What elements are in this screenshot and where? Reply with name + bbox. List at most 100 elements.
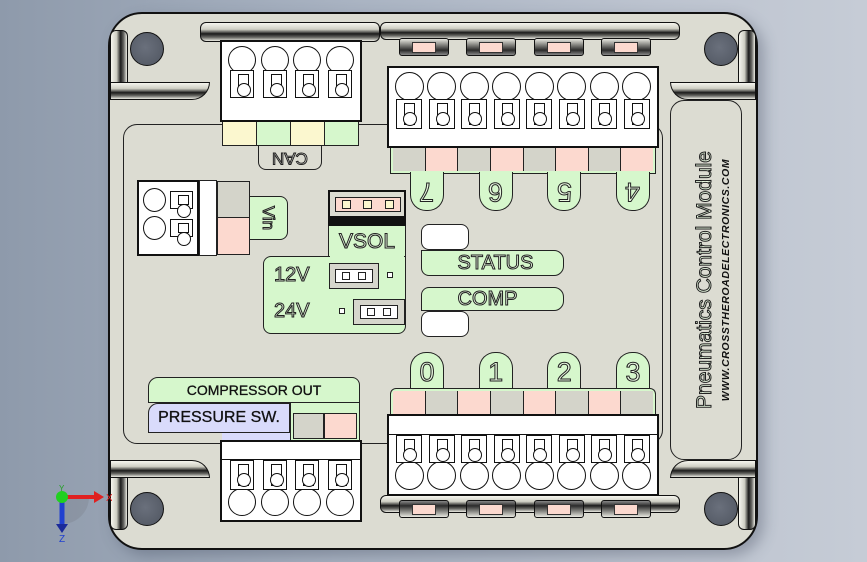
compressor-pin-row [222,460,360,516]
vin-connector[interactable] [137,180,199,256]
channel-label-6: 6 [478,172,513,211]
solenoid-pin[interactable] [622,435,652,490]
vsol-header[interactable] [328,190,406,228]
jumper-12v-position[interactable] [329,263,379,289]
can-pad [291,122,325,145]
enclosure-rim-left-top [110,30,128,90]
solenoid-top-pin-row [389,68,657,129]
can-pad [325,122,358,145]
compressor-pin[interactable] [260,460,289,516]
solenoid-bottom-channel-labels: 0 1 2 3 [410,352,650,391]
pressure-switch-label-tab: PRESSURE SW. [148,403,290,433]
mounting-hole-bottom-right [704,492,738,526]
can-pad [223,122,257,145]
vin-label: Vin [259,205,279,231]
comp-label-tab: COMP [421,287,564,311]
module-title: Pneumatics Control Module [693,151,717,410]
enclosure-rim-corner-tl [110,82,210,100]
vsol-joiner [330,252,404,260]
jumper-pin-24v-free [339,308,345,314]
option-24v-label: 24V [274,300,311,323]
solenoid-pin[interactable] [459,435,489,490]
enclosure-rim-right-bottom [738,470,756,530]
led-indicator [398,500,449,518]
solenoid-pin[interactable] [394,435,424,490]
x-axis-arrowhead [94,491,104,503]
led-indicator [466,38,517,56]
solenoid-pin[interactable] [459,72,489,129]
comp-label: COMP [457,287,518,310]
solenoid-connector-bottom[interactable] [387,414,659,496]
vin-label-tab: Vin [250,196,288,240]
vin-pad-pos [217,217,250,255]
solenoid-pin[interactable] [557,72,587,129]
can-pin[interactable] [260,46,289,98]
solenoid-pin[interactable] [492,72,522,129]
vin-pin[interactable] [143,216,193,246]
jumper-24v-position[interactable] [353,299,405,325]
enclosure-rim-top-right [380,22,680,40]
channel-label-2: 2 [547,352,582,391]
solenoid-pin[interactable] [394,72,424,129]
vin-connector-side [199,180,217,256]
solenoid-pin[interactable] [427,72,457,129]
z-axis-arrowhead [56,524,68,533]
solenoid-pin[interactable] [589,72,619,129]
vsol-label: VSOL [338,230,396,254]
solenoid-bottom-bar [389,416,657,435]
channel-label-0: 0 [410,352,444,391]
axis-triad-shadow [62,497,89,524]
compressor-out-label-tab: COMPRESSOR OUT [148,377,360,403]
axis-triad: X Y Z [56,484,112,544]
solenoid-bottom-pads [390,388,656,414]
vin-pin[interactable] [143,188,193,218]
vsol-header-pins [335,197,401,212]
channel-label-4: 4 [615,172,650,211]
solenoid-connector-top[interactable] [387,66,659,148]
led-indicator [601,38,652,56]
header-pin [384,200,394,209]
vin-pad-neg [217,181,250,217]
channel-label-1: 1 [478,352,513,391]
pressure-switch-label: PRESSURE SW. [158,409,280,426]
title-plate [670,100,742,460]
website-wrap: WWW.CROSSTHEROADELECTRONICS.COM [718,100,734,460]
can-pads [222,122,359,146]
channel-label-3: 3 [615,352,650,391]
vin-pins [139,182,197,246]
can-label-tab: CAN [258,146,322,170]
led-indicator [533,38,584,56]
module-title-wrap: Pneumatics Control Module [693,100,717,460]
vsol-header-base [330,216,404,226]
can-pin-row [222,42,360,98]
compressor-pin[interactable] [293,460,322,516]
mounting-hole-top-right [704,32,738,66]
can-pin[interactable] [325,46,354,98]
header-pin [342,200,352,209]
mounting-hole-top-left [130,32,164,66]
solenoid-pin[interactable] [589,435,619,490]
can-pin[interactable] [293,46,322,98]
solenoid-pin[interactable] [524,435,554,490]
enclosure-rim-top-left [200,22,380,42]
solenoid-pin[interactable] [427,435,457,490]
compressor-pin[interactable] [228,460,257,516]
status-led [421,224,469,250]
status-label: STATUS [457,251,534,274]
solenoid-pin[interactable] [492,435,522,490]
solenoid-top-channel-labels: 7 6 5 4 [410,172,650,212]
enclosure-rim-corner-bl [110,460,210,478]
can-connector[interactable] [220,40,362,122]
compressor-pin[interactable] [325,460,354,516]
y-axis-origin [56,491,68,503]
option-12v-label: 12V [274,264,311,287]
solenoid-pin[interactable] [524,72,554,129]
solenoid-pin[interactable] [622,72,652,129]
compressor-connector[interactable] [220,440,362,522]
can-pin[interactable] [228,46,257,98]
led-row-top [390,38,660,58]
mounting-hole-bottom-left [130,492,164,526]
channel-label-5: 5 [547,172,582,211]
solenoid-pin[interactable] [557,435,587,490]
compressor-out-label: COMPRESSOR OUT [186,382,322,398]
